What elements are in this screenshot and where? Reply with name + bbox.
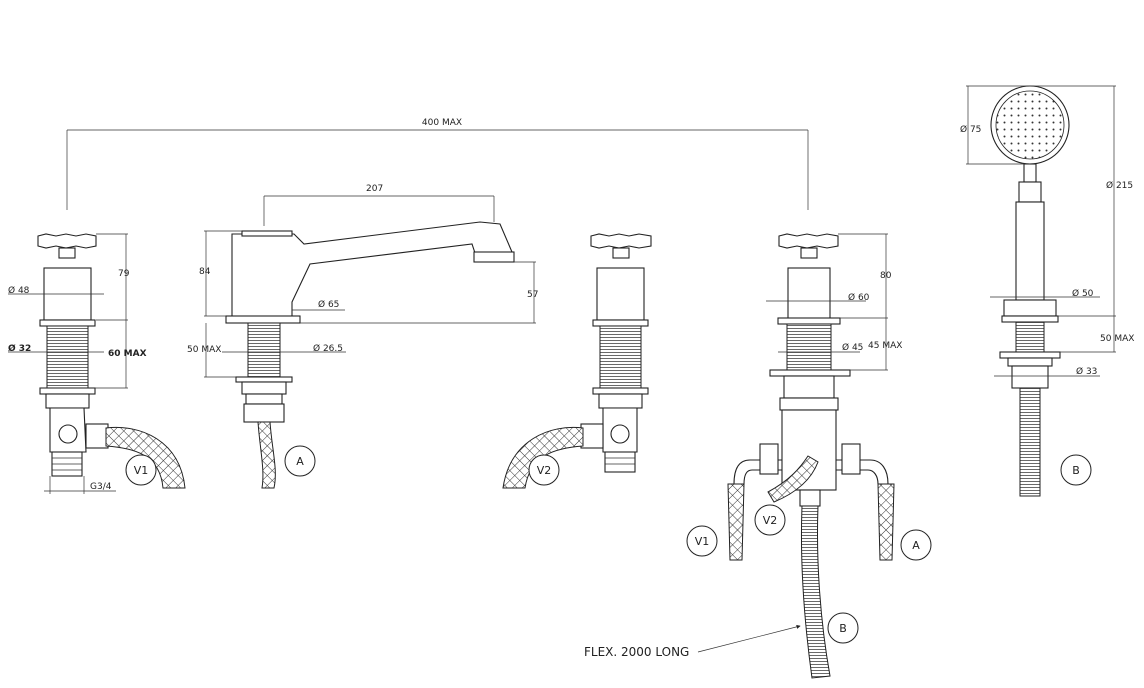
callout-a-spout	[284, 445, 316, 477]
spout-height-label: 84	[199, 267, 211, 277]
handset-b: Ø 75 Ø 215 Ø 50 50 MAX Ø 33 B	[960, 85, 1134, 497]
callout-v1-label: V1	[134, 464, 149, 477]
diverter-height-label: 80	[880, 271, 892, 281]
callout-v2-diverter	[754, 504, 786, 536]
callout-b-handset	[1060, 454, 1092, 486]
callout-v2	[528, 454, 560, 486]
overall-width-label: 400 MAX	[422, 118, 462, 128]
flex-note: FLEX. 2000 LONG	[584, 645, 689, 659]
callout-v2-diverter-label: V2	[763, 514, 778, 527]
callout-v1-diverter	[686, 525, 718, 557]
callout-v1	[125, 454, 157, 486]
callout-b-diverter	[827, 612, 859, 644]
callout-a-diverter-label: A	[912, 539, 920, 552]
valve-v2: V2	[502, 233, 652, 489]
valve-inlet-label: G3/4	[90, 482, 112, 492]
valve-deck-label: 60 MAX	[108, 349, 147, 359]
diverter-valve: 80 Ø 60 45 MAX Ø 45 V1 V2 A B FLEX. 2000…	[584, 233, 932, 679]
handset-base-dia-label: Ø 50	[1072, 288, 1094, 299]
diverter-deck-label: 45 MAX	[868, 341, 902, 351]
callout-v2-label: V2	[537, 464, 552, 477]
callout-b-handset-label: B	[1072, 464, 1080, 477]
valve-height-label: 79	[118, 269, 130, 279]
spout-length-label: 207	[366, 184, 383, 194]
handset-length-label: Ø 215	[1106, 180, 1133, 191]
callout-a-diverter	[900, 529, 932, 561]
handset-head-dia-label: Ø 75	[960, 124, 981, 135]
valve-base-dia-label: Ø 48	[8, 285, 30, 296]
diverter-base-dia-label: Ø 60	[848, 292, 870, 303]
spout-outlet-height-label: 57	[527, 290, 538, 300]
overall-width-dimension: 400 MAX	[66, 118, 809, 210]
spout-a: 207 84 57 Ø 65 50 MAX Ø 26.5 A	[187, 184, 538, 489]
spout-base-dia-label: Ø 65	[318, 299, 339, 310]
valve-shank-dia-label: Ø 32	[8, 343, 31, 354]
handset-shank-dia-label: Ø 33	[1076, 366, 1097, 377]
diverter-shank-dia-label: Ø 45	[842, 342, 863, 353]
spout-deck-label: 50 MAX	[187, 345, 221, 355]
handset-deck-label: 50 MAX	[1100, 334, 1134, 344]
callout-v1-diverter-label: V1	[695, 535, 710, 548]
callout-a-spout-label: A	[296, 455, 304, 468]
spout-shank-dia-label: Ø 26.5	[313, 343, 343, 354]
callout-b-diverter-label: B	[839, 622, 847, 635]
valve-v1: 79 60 MAX Ø 48 Ø 32 G3/4 V1	[8, 233, 186, 494]
